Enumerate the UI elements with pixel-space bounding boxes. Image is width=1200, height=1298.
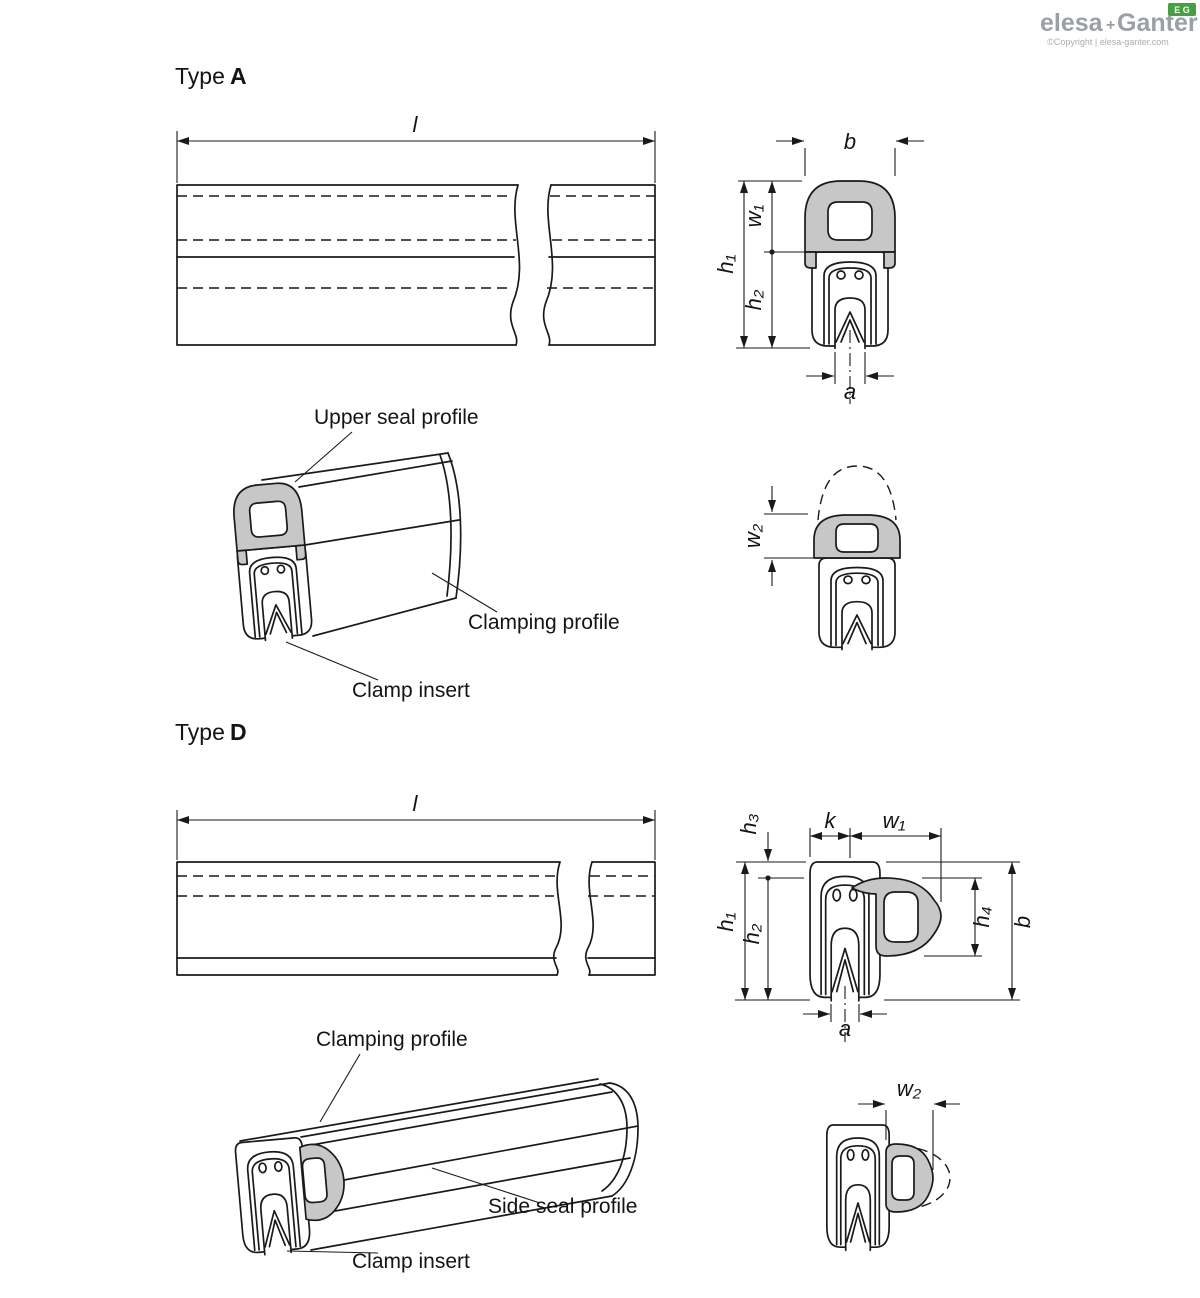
type-d-clamp-insert-label: Clamp insert <box>352 1250 470 1273</box>
type-d-side-seal-label: Side seal profile <box>488 1195 637 1218</box>
profile-outline-right <box>588 861 656 976</box>
upper-seal-tab-left <box>236 549 249 566</box>
break-line <box>552 861 562 976</box>
body-shoulder-edge <box>298 460 453 488</box>
brand-logo: elesa + Ganter ©Copyright | elesa-ganter… <box>1040 3 1198 47</box>
upper-seal-hollow <box>248 500 289 538</box>
logo-badge-text: E G <box>1174 5 1190 15</box>
compressed-side-seal-hollow <box>891 1155 915 1201</box>
type-d-w1-label: w₁ <box>883 808 906 833</box>
seal-crest-edge <box>343 1125 639 1181</box>
side-seal-hollow <box>883 891 919 943</box>
type-a-cross-section: b w₁ h₁ h₂ a <box>713 129 924 404</box>
leader-line <box>431 1167 541 1204</box>
body-bottom-edge <box>312 597 457 637</box>
type-a-h2-label: h₂ <box>741 289 766 310</box>
upper-seal-tab-left <box>804 251 817 269</box>
seal-boundary-edge <box>299 1091 613 1148</box>
uncompressed-seal-dashed-outline <box>817 465 897 521</box>
break-line <box>542 184 554 346</box>
type-a-clamping-label: Clamping profile <box>468 611 620 634</box>
logo-elesa: elesa <box>1040 9 1104 37</box>
leader-line <box>285 641 379 681</box>
profile-outline-left <box>176 184 519 346</box>
type-a-3d-view: Upper seal profile Clamping profile Clam… <box>233 406 620 702</box>
type-a-upper-seal-label: Upper seal profile <box>314 406 479 429</box>
logo-badge <box>1168 3 1196 16</box>
type-d-k-label: k <box>825 808 837 833</box>
body-end-cut-inner <box>439 454 452 597</box>
side-seal-hollow <box>301 1157 328 1204</box>
body-end-cap <box>609 1082 639 1197</box>
upper-seal-tab-right <box>295 544 307 561</box>
type-d-b-label: b <box>1010 916 1035 928</box>
type-a-a-label: a <box>844 379 856 404</box>
body-top-edge <box>261 452 449 481</box>
type-a-w1-label: w₁ <box>741 205 766 228</box>
type-a-clamp-insert-label: Clamp insert <box>352 679 470 702</box>
type-d-compressed-cross-section: w₂ <box>825 1076 960 1252</box>
body-end-cut <box>447 452 462 599</box>
type-d-cross-section: k w₁ h₃ h₁ h₂ h₄ b <box>713 808 1035 1042</box>
type-d-title: Type D <box>175 719 247 745</box>
compressed-seal-hollow <box>835 523 879 553</box>
type-a-b-label: b <box>844 129 856 154</box>
type-d-w2-label: w₂ <box>897 1076 922 1101</box>
type-a-length-label: l <box>413 112 419 137</box>
logo-plus: + <box>1106 17 1115 34</box>
leader-line <box>319 1053 361 1123</box>
type-d-length-label: l <box>413 791 419 816</box>
type-a-title-word: Type <box>175 63 225 89</box>
type-a-title-letter: A <box>230 63 247 89</box>
type-d-a-label: a <box>839 1016 851 1041</box>
body-top-edge <box>300 1082 611 1138</box>
upper-seal-hollow <box>827 201 873 241</box>
leader-line <box>294 431 353 483</box>
clamping-profile-cross-section <box>825 1123 891 1252</box>
type-a-w2-label: w₂ <box>740 523 765 548</box>
break-line <box>584 861 594 976</box>
type-d-3d-view: Clamping profile Side seal profile Clamp… <box>233 1028 639 1273</box>
type-d-title-letter: D <box>230 719 247 745</box>
type-d-h1-label: h₁ <box>713 912 738 931</box>
profile-outline-right <box>548 184 656 346</box>
type-a-long-profile: l <box>176 112 656 346</box>
break-line <box>509 184 521 346</box>
profile-outline-left <box>176 861 561 976</box>
type-a-compressed-cross-section: w₂ <box>740 465 901 651</box>
upper-seal-tab-right <box>883 251 896 269</box>
body-top-back-edge <box>239 1078 599 1142</box>
uncompressed-seal-dashed-outline <box>901 1145 951 1211</box>
type-a-title: Type A <box>175 63 247 89</box>
type-d-h4-label: h₄ <box>969 906 994 927</box>
front-cross-section <box>233 1136 345 1258</box>
body-bottom-edge <box>310 1195 613 1251</box>
leader-line <box>286 1250 379 1254</box>
type-d-long-profile: l <box>176 791 656 976</box>
logo-copyright: ©Copyright | elesa-ganter.com <box>1047 37 1169 47</box>
type-d-title-word: Type <box>175 719 225 745</box>
leader-line <box>431 572 498 613</box>
seal-boundary-edge <box>304 519 460 546</box>
type-d-h3-label: h₃ <box>736 813 761 834</box>
clamping-profile-cross-section <box>818 557 896 651</box>
type-d-clamping-label: Clamping profile <box>316 1028 468 1051</box>
type-d-section: Type D l <box>175 719 1035 1273</box>
body-end-cap-inner <box>599 1083 628 1192</box>
type-a-section: Type A l <box>175 63 924 702</box>
type-a-h1-label: h₁ <box>713 254 738 273</box>
front-cross-section <box>233 482 314 644</box>
type-d-h2-label: h₂ <box>739 923 764 944</box>
